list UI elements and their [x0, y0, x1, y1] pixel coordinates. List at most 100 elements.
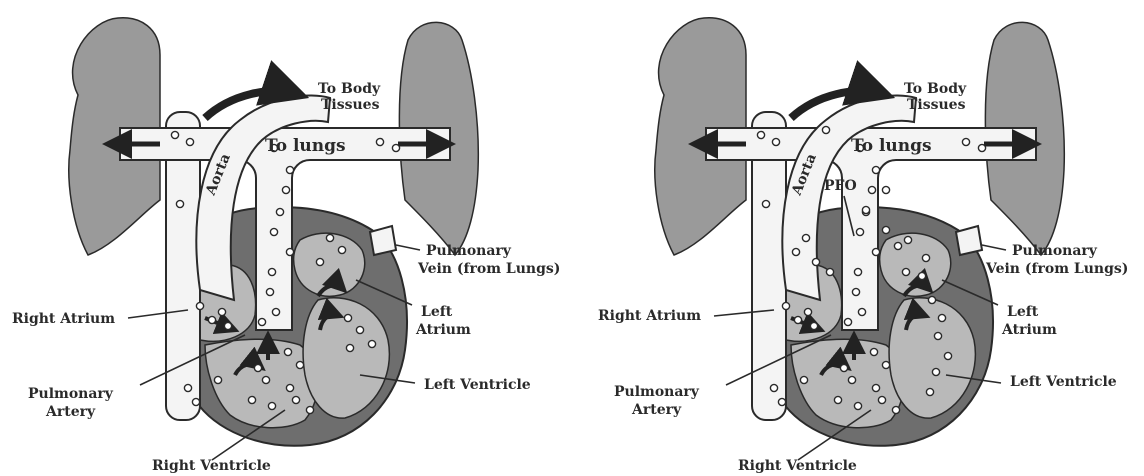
- blood-cell: [266, 288, 273, 295]
- blood-cell: [276, 208, 283, 215]
- blood-cell: [934, 332, 941, 339]
- blood-cell: [258, 318, 265, 325]
- label-to-lungs: To lungs: [265, 136, 346, 156]
- pulmonary-vein-stub: [956, 226, 982, 255]
- blood-cell: [802, 234, 809, 241]
- blood-cell: [854, 402, 861, 409]
- blood-cell: [770, 384, 777, 391]
- blood-cell: [834, 396, 841, 403]
- blood-cell: [858, 308, 865, 315]
- blood-cell: [344, 314, 351, 321]
- label-to-body: To Body Tissues: [318, 81, 385, 113]
- label-right-ventricle: Right Ventricle: [738, 458, 857, 474]
- blood-cell: [944, 352, 951, 359]
- blood-cell: [854, 268, 861, 275]
- blood-cell: [800, 376, 807, 383]
- blood-cell: [926, 388, 933, 395]
- blood-cell: [268, 402, 275, 409]
- blood-cell: [306, 406, 313, 413]
- label-pulmonary-artery: Pulmonary Artery: [614, 384, 704, 418]
- blood-cell: [892, 406, 899, 413]
- blood-cell: [810, 322, 817, 329]
- label-pfo: PFO: [824, 178, 857, 194]
- blood-cell: [978, 144, 985, 151]
- blood-cell: [848, 376, 855, 383]
- blood-cell: [346, 344, 353, 351]
- blood-cell: [282, 186, 289, 193]
- blood-cell: [872, 248, 879, 255]
- blood-cell: [872, 166, 879, 173]
- label-right-atrium: Right Atrium: [598, 308, 701, 324]
- blood-cell: [844, 318, 851, 325]
- blood-cell: [922, 254, 929, 261]
- blood-cell: [862, 206, 869, 213]
- blood-cell: [316, 258, 323, 265]
- label-pulmonary-artery: Pulmonary Artery: [28, 386, 118, 420]
- label-left-ventricle: Left Ventricle: [424, 377, 531, 393]
- blood-cell: [962, 138, 969, 145]
- blood-cell: [928, 296, 935, 303]
- blood-cell: [196, 302, 203, 309]
- label-pulmonary-vein: Pulmonary Vein (from Lungs): [417, 243, 560, 277]
- blood-cell: [338, 246, 345, 253]
- blood-cell: [248, 396, 255, 403]
- blood-cell: [192, 398, 199, 405]
- blood-cell: [286, 166, 293, 173]
- blood-cell: [214, 376, 221, 383]
- blood-cell: [184, 384, 191, 391]
- blood-cell: [932, 368, 939, 375]
- blood-cell: [792, 248, 799, 255]
- blood-cell: [254, 364, 261, 371]
- blood-cell: [376, 138, 383, 145]
- blood-cell: [878, 396, 885, 403]
- blood-cell: [938, 314, 945, 321]
- blood-cell: [902, 268, 909, 275]
- blood-cell: [762, 200, 769, 207]
- blood-cell: [778, 398, 785, 405]
- blood-cell: [757, 131, 764, 138]
- label-right-ventricle: Right Ventricle: [152, 458, 271, 474]
- blood-cell: [171, 131, 178, 138]
- blood-cell: [868, 186, 875, 193]
- blood-cell: [882, 226, 889, 233]
- blood-cell: [224, 322, 231, 329]
- label-left-atrium: Left Atrium: [1001, 304, 1057, 338]
- blood-cell: [286, 384, 293, 391]
- blood-cell: [270, 228, 277, 235]
- blood-cell: [852, 288, 859, 295]
- blood-cell: [272, 308, 279, 315]
- blood-cell: [804, 308, 811, 315]
- blood-cell: [826, 268, 833, 275]
- blood-cell: [292, 396, 299, 403]
- blood-cell: [772, 138, 779, 145]
- blood-cell: [894, 242, 901, 249]
- blood-cell: [392, 144, 399, 151]
- blood-cell: [356, 326, 363, 333]
- label-to-lungs: To lungs: [851, 136, 932, 156]
- blood-cell: [794, 316, 801, 323]
- blood-cell: [882, 186, 889, 193]
- blood-cell: [882, 361, 889, 368]
- panel-normal-heart: To Body Tissues To lungs Aorta Pulmonary…: [12, 18, 560, 474]
- blood-cell: [918, 272, 925, 279]
- label-left-atrium: Left Atrium: [415, 304, 471, 338]
- blood-cell: [822, 126, 829, 133]
- blood-cell: [296, 361, 303, 368]
- blood-cell: [872, 384, 879, 391]
- blood-cell: [218, 308, 225, 315]
- blood-cell: [904, 236, 911, 243]
- blood-cell: [176, 200, 183, 207]
- blood-cell: [840, 364, 847, 371]
- pulmonary-vein-stub: [370, 226, 396, 255]
- blood-cell: [870, 348, 877, 355]
- blood-cell: [812, 258, 819, 265]
- blood-cell: [262, 376, 269, 383]
- blood-cell: [782, 302, 789, 309]
- panel-pfo-heart: To Body Tissues To lungs Aorta PFO Pulmo…: [598, 18, 1128, 474]
- blood-cell: [326, 234, 333, 241]
- blood-cell: [268, 268, 275, 275]
- blood-cell: [856, 228, 863, 235]
- label-right-atrium: Right Atrium: [12, 311, 115, 327]
- blood-cell: [286, 248, 293, 255]
